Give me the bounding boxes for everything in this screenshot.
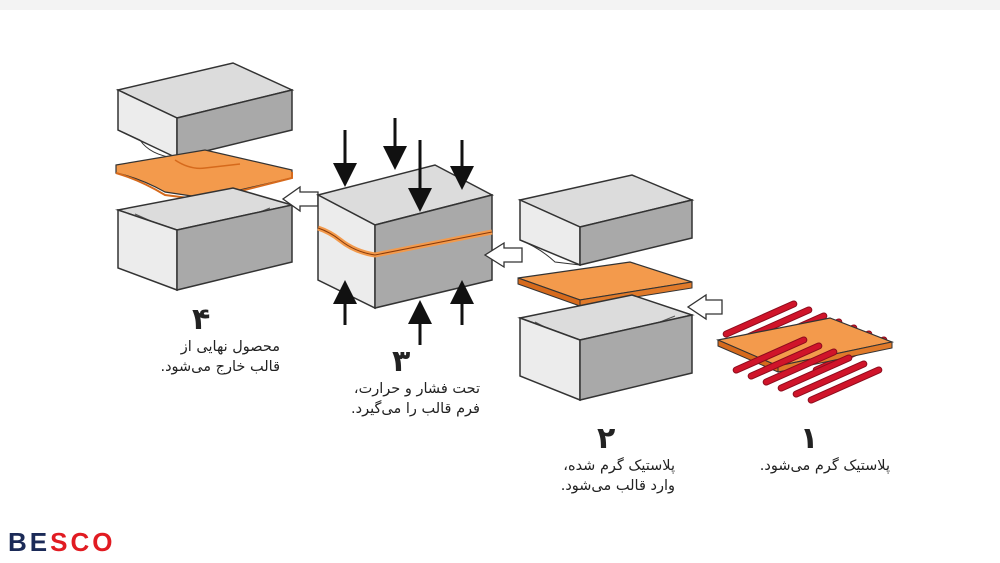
- logo-letter-b: B: [8, 527, 30, 557]
- heating-rods-bottom: [732, 336, 883, 404]
- step-4-mold: [115, 62, 295, 292]
- logo-letter-s: S: [50, 527, 71, 557]
- step-4-line-2: قالب خارج می‌شود.: [160, 359, 280, 375]
- step-3-line-2: فرم قالب را می‌گیرد.: [351, 401, 480, 417]
- heated-sheet: [517, 261, 693, 307]
- logo-letters-co: CO: [70, 527, 116, 557]
- arrow-to-step-4: [281, 185, 319, 213]
- step-4-number: ۴: [192, 302, 211, 337]
- step-3-caption: ۳ تحت فشار و حرارت، فرم قالب را می‌گیرد.: [330, 345, 480, 419]
- step-2-line-1: پلاستیک گرم شده،: [563, 458, 675, 474]
- step-3-line-1: تحت فشار و حرارت،: [353, 381, 480, 397]
- pressure-arrows-bottom: [333, 280, 474, 345]
- step-3-number: ۳: [392, 344, 411, 379]
- step-2-caption: ۲ پلاستیک گرم شده، وارد قالب می‌شود.: [525, 422, 675, 496]
- final-product: [115, 149, 293, 202]
- step-4-line-1: محصول نهایی از: [180, 339, 280, 355]
- arrow-to-step-2: [686, 293, 723, 321]
- step-2-mold: [517, 174, 695, 402]
- step-2-line-2: وارد قالب می‌شود.: [560, 478, 675, 494]
- step-4-caption: ۴ محصول نهایی از قالب خارج می‌شود.: [120, 303, 280, 377]
- step-1-number: ۱: [800, 421, 819, 456]
- top-border: [0, 0, 1000, 10]
- besco-logo: BESCO: [8, 528, 115, 556]
- step-3-press: [315, 118, 495, 345]
- arrow-to-step-3: [483, 241, 523, 269]
- step-1-caption: ۱ پلاستیک گرم می‌شود.: [720, 422, 890, 476]
- pressure-arrows-top: [333, 118, 474, 212]
- logo-letter-e: E: [29, 527, 51, 557]
- step-1-heater: [715, 300, 895, 404]
- step-2-number: ۲: [597, 421, 616, 456]
- step-1-line-1: پلاستیک گرم می‌شود.: [759, 458, 890, 474]
